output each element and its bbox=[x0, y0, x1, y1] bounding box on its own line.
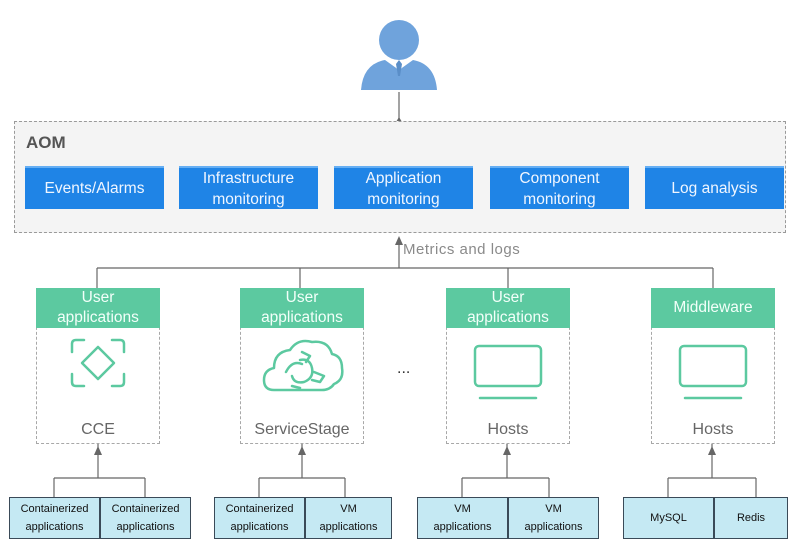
source-label: CCE bbox=[79, 421, 117, 438]
source-frame bbox=[36, 312, 160, 444]
source-header: User applications bbox=[446, 288, 570, 328]
source-frame bbox=[240, 312, 364, 444]
user-icon bbox=[361, 20, 437, 90]
monitor-icon bbox=[678, 344, 748, 400]
feature-component-monitoring: Component monitoring bbox=[490, 166, 629, 209]
leaf-node: Containerized applications bbox=[100, 497, 191, 539]
feature-log-analysis: Log analysis bbox=[645, 166, 784, 209]
leaf-node: VM applications bbox=[508, 497, 599, 539]
leaf-node: Redis bbox=[714, 497, 788, 539]
source-label: Hosts bbox=[485, 421, 531, 438]
source-hosts-apps: User applications Hosts bbox=[446, 288, 570, 444]
feature-application-monitoring: Application monitoring bbox=[334, 166, 473, 209]
cce-icon bbox=[70, 338, 126, 388]
source-cce: User applications CCE bbox=[36, 288, 160, 444]
source-header: User applications bbox=[240, 288, 364, 328]
leaf-node: VM applications bbox=[417, 497, 508, 539]
source-label: ServiceStage bbox=[252, 421, 352, 438]
ellipsis: ... bbox=[397, 360, 411, 377]
leaf-node: VM applications bbox=[305, 497, 392, 539]
servicestage-icon bbox=[262, 339, 344, 392]
aom-title: AOM bbox=[26, 133, 66, 152]
monitor-icon bbox=[473, 344, 543, 400]
metrics-and-logs-label: Metrics and logs bbox=[403, 241, 521, 258]
source-hosts-middleware: Middleware Hosts bbox=[651, 288, 775, 444]
source-frame bbox=[651, 312, 775, 444]
source-frame bbox=[446, 312, 570, 444]
leaf-node: Containerized applications bbox=[214, 497, 305, 539]
leaf-node: Containerized applications bbox=[9, 497, 100, 539]
source-header: Middleware bbox=[651, 288, 775, 328]
feature-infrastructure-monitoring: Infrastructure monitoring bbox=[179, 166, 318, 209]
feature-events-alarms: Events/Alarms bbox=[25, 166, 164, 209]
source-label: Hosts bbox=[690, 421, 736, 438]
leaf-node: MySQL bbox=[623, 497, 714, 539]
source-header: User applications bbox=[36, 288, 160, 328]
source-servicestage: User applications ServiceStage bbox=[240, 288, 364, 444]
